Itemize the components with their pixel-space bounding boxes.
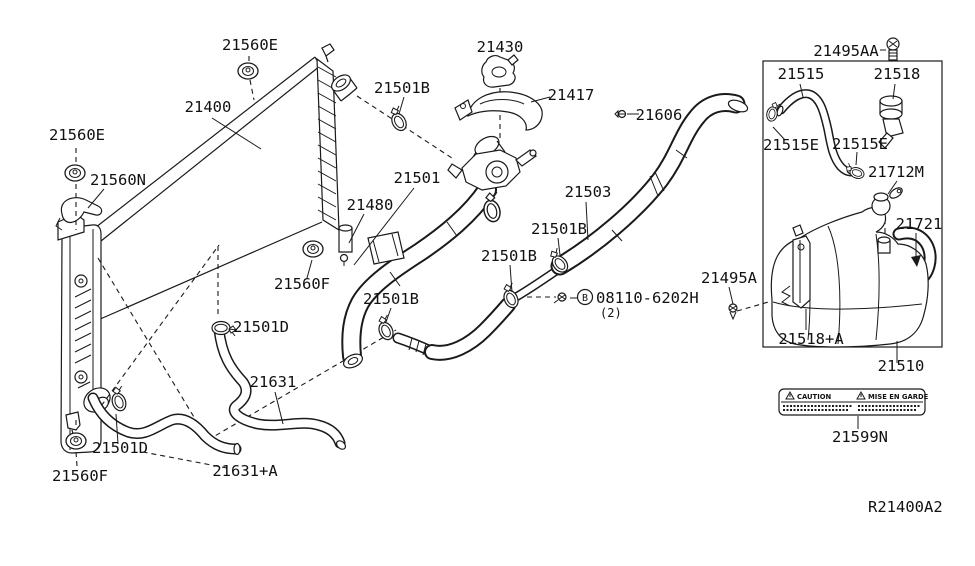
- grommet-21560E-left: [64, 164, 86, 182]
- part-label-21515E-right: 21515E: [832, 135, 888, 153]
- part-label-21480: 21480: [347, 196, 394, 214]
- clamp-21501B-1: [385, 104, 412, 134]
- part-label-21501B-3: 21501B: [481, 247, 537, 265]
- drawing-reference: R21400A2: [868, 498, 943, 516]
- part-label-21631: 21631: [250, 373, 297, 391]
- bolt-08110-6202H: [553, 292, 567, 304]
- radiator-21400: [55, 43, 358, 454]
- radiator-cap-21430: [481, 54, 519, 88]
- warning-triangle-icon: [856, 390, 866, 400]
- hose-21631: [213, 324, 347, 450]
- part-label-21400: 21400: [185, 98, 232, 116]
- cap-guard-21417: [454, 91, 543, 131]
- hose-21501: [341, 180, 497, 369]
- part-label-21501B-1: 21501B: [374, 79, 430, 97]
- part-label-21515E-left: 21515E: [763, 136, 819, 154]
- part-label-21560F-bottom: 21560F: [52, 467, 108, 485]
- part-label-21560E-left: 21560E: [49, 126, 105, 144]
- grommet-21560F-bottom: [65, 432, 87, 450]
- grommet-21560F-right: [302, 240, 324, 258]
- part-labels-layer: 21560E2140021560E21560N21501B21430214172…: [49, 36, 942, 485]
- part-label-21495AA: 21495AA: [813, 42, 879, 60]
- valve-21518: [878, 95, 904, 149]
- screw-21606: [614, 109, 627, 119]
- caution-fine-print-illegible: [783, 405, 920, 411]
- caution-header-left: CAUTION: [797, 393, 832, 401]
- clamp-21501D-lower: [107, 384, 131, 414]
- screw-21495AA: [886, 37, 900, 61]
- hose-21503: [550, 93, 749, 276]
- part-label-21560F-right: 21560F: [274, 275, 330, 293]
- part-label-21501D-lower: 21501D: [92, 439, 148, 457]
- part-label-21430: 21430: [477, 38, 524, 56]
- hose-21631A: [87, 392, 242, 456]
- water-inlet-housing: [447, 135, 537, 191]
- bolt-callout-letter: B: [582, 293, 588, 304]
- bolt-callout-quantity: (2): [600, 306, 622, 320]
- part-label-21631+A: 21631+A: [212, 462, 278, 480]
- drain-tube-21480: [338, 224, 353, 266]
- leader-21721-arrow: [911, 233, 921, 267]
- part-label-21560E-top: 21560E: [222, 36, 278, 54]
- part-label-21518+A: 21518+A: [778, 330, 844, 348]
- bracket-21518A: [781, 224, 811, 309]
- warning-triangle-icon: [785, 390, 795, 400]
- lower-pipe-and-elbow: [392, 266, 561, 361]
- part-label-21721: 21721: [896, 215, 943, 233]
- part-label-21599N: 21599N: [832, 428, 888, 446]
- grommets: [64, 62, 353, 450]
- valve-21712M: [871, 187, 903, 254]
- clamp-21515E-right: [843, 162, 867, 181]
- screw-21495A: [728, 303, 738, 321]
- caution-label-21599N: CAUTION MISE EN GARDE: [778, 388, 929, 416]
- part-label-21501: 21501: [394, 169, 441, 187]
- part-label-21712M: 21712M: [868, 163, 924, 181]
- radiator-filler-neck: [331, 74, 358, 102]
- leader-lines: [87, 49, 921, 445]
- part-label-21501B-4: 21501B: [363, 290, 419, 308]
- grommet-21560E-top: [237, 62, 259, 80]
- part-label-21495A: 21495A: [701, 269, 758, 287]
- radiator-top-peg: [321, 43, 335, 63]
- part-label-21515: 21515: [778, 65, 825, 83]
- part-label-21606: 21606: [636, 106, 683, 124]
- part-label-21501D-upper: 21501D: [233, 318, 289, 336]
- radiator-hatching: [317, 66, 337, 221]
- reservoir-group-box: [762, 60, 943, 348]
- caution-header-right: MISE EN GARDE: [868, 393, 929, 401]
- part-label-21510: 21510: [878, 357, 925, 375]
- bolt-callout: B 08110-6202H (2): [576, 288, 699, 320]
- part-label-21518: 21518: [874, 65, 921, 83]
- part-label-21417: 21417: [548, 86, 595, 104]
- part-label-21560N: 21560N: [90, 171, 146, 189]
- part-label-21503: 21503: [565, 183, 612, 201]
- bolt-callout-part-number: 08110-6202H: [596, 289, 699, 307]
- screws: [553, 37, 900, 321]
- part-label-21501B-2: 21501B: [531, 220, 587, 238]
